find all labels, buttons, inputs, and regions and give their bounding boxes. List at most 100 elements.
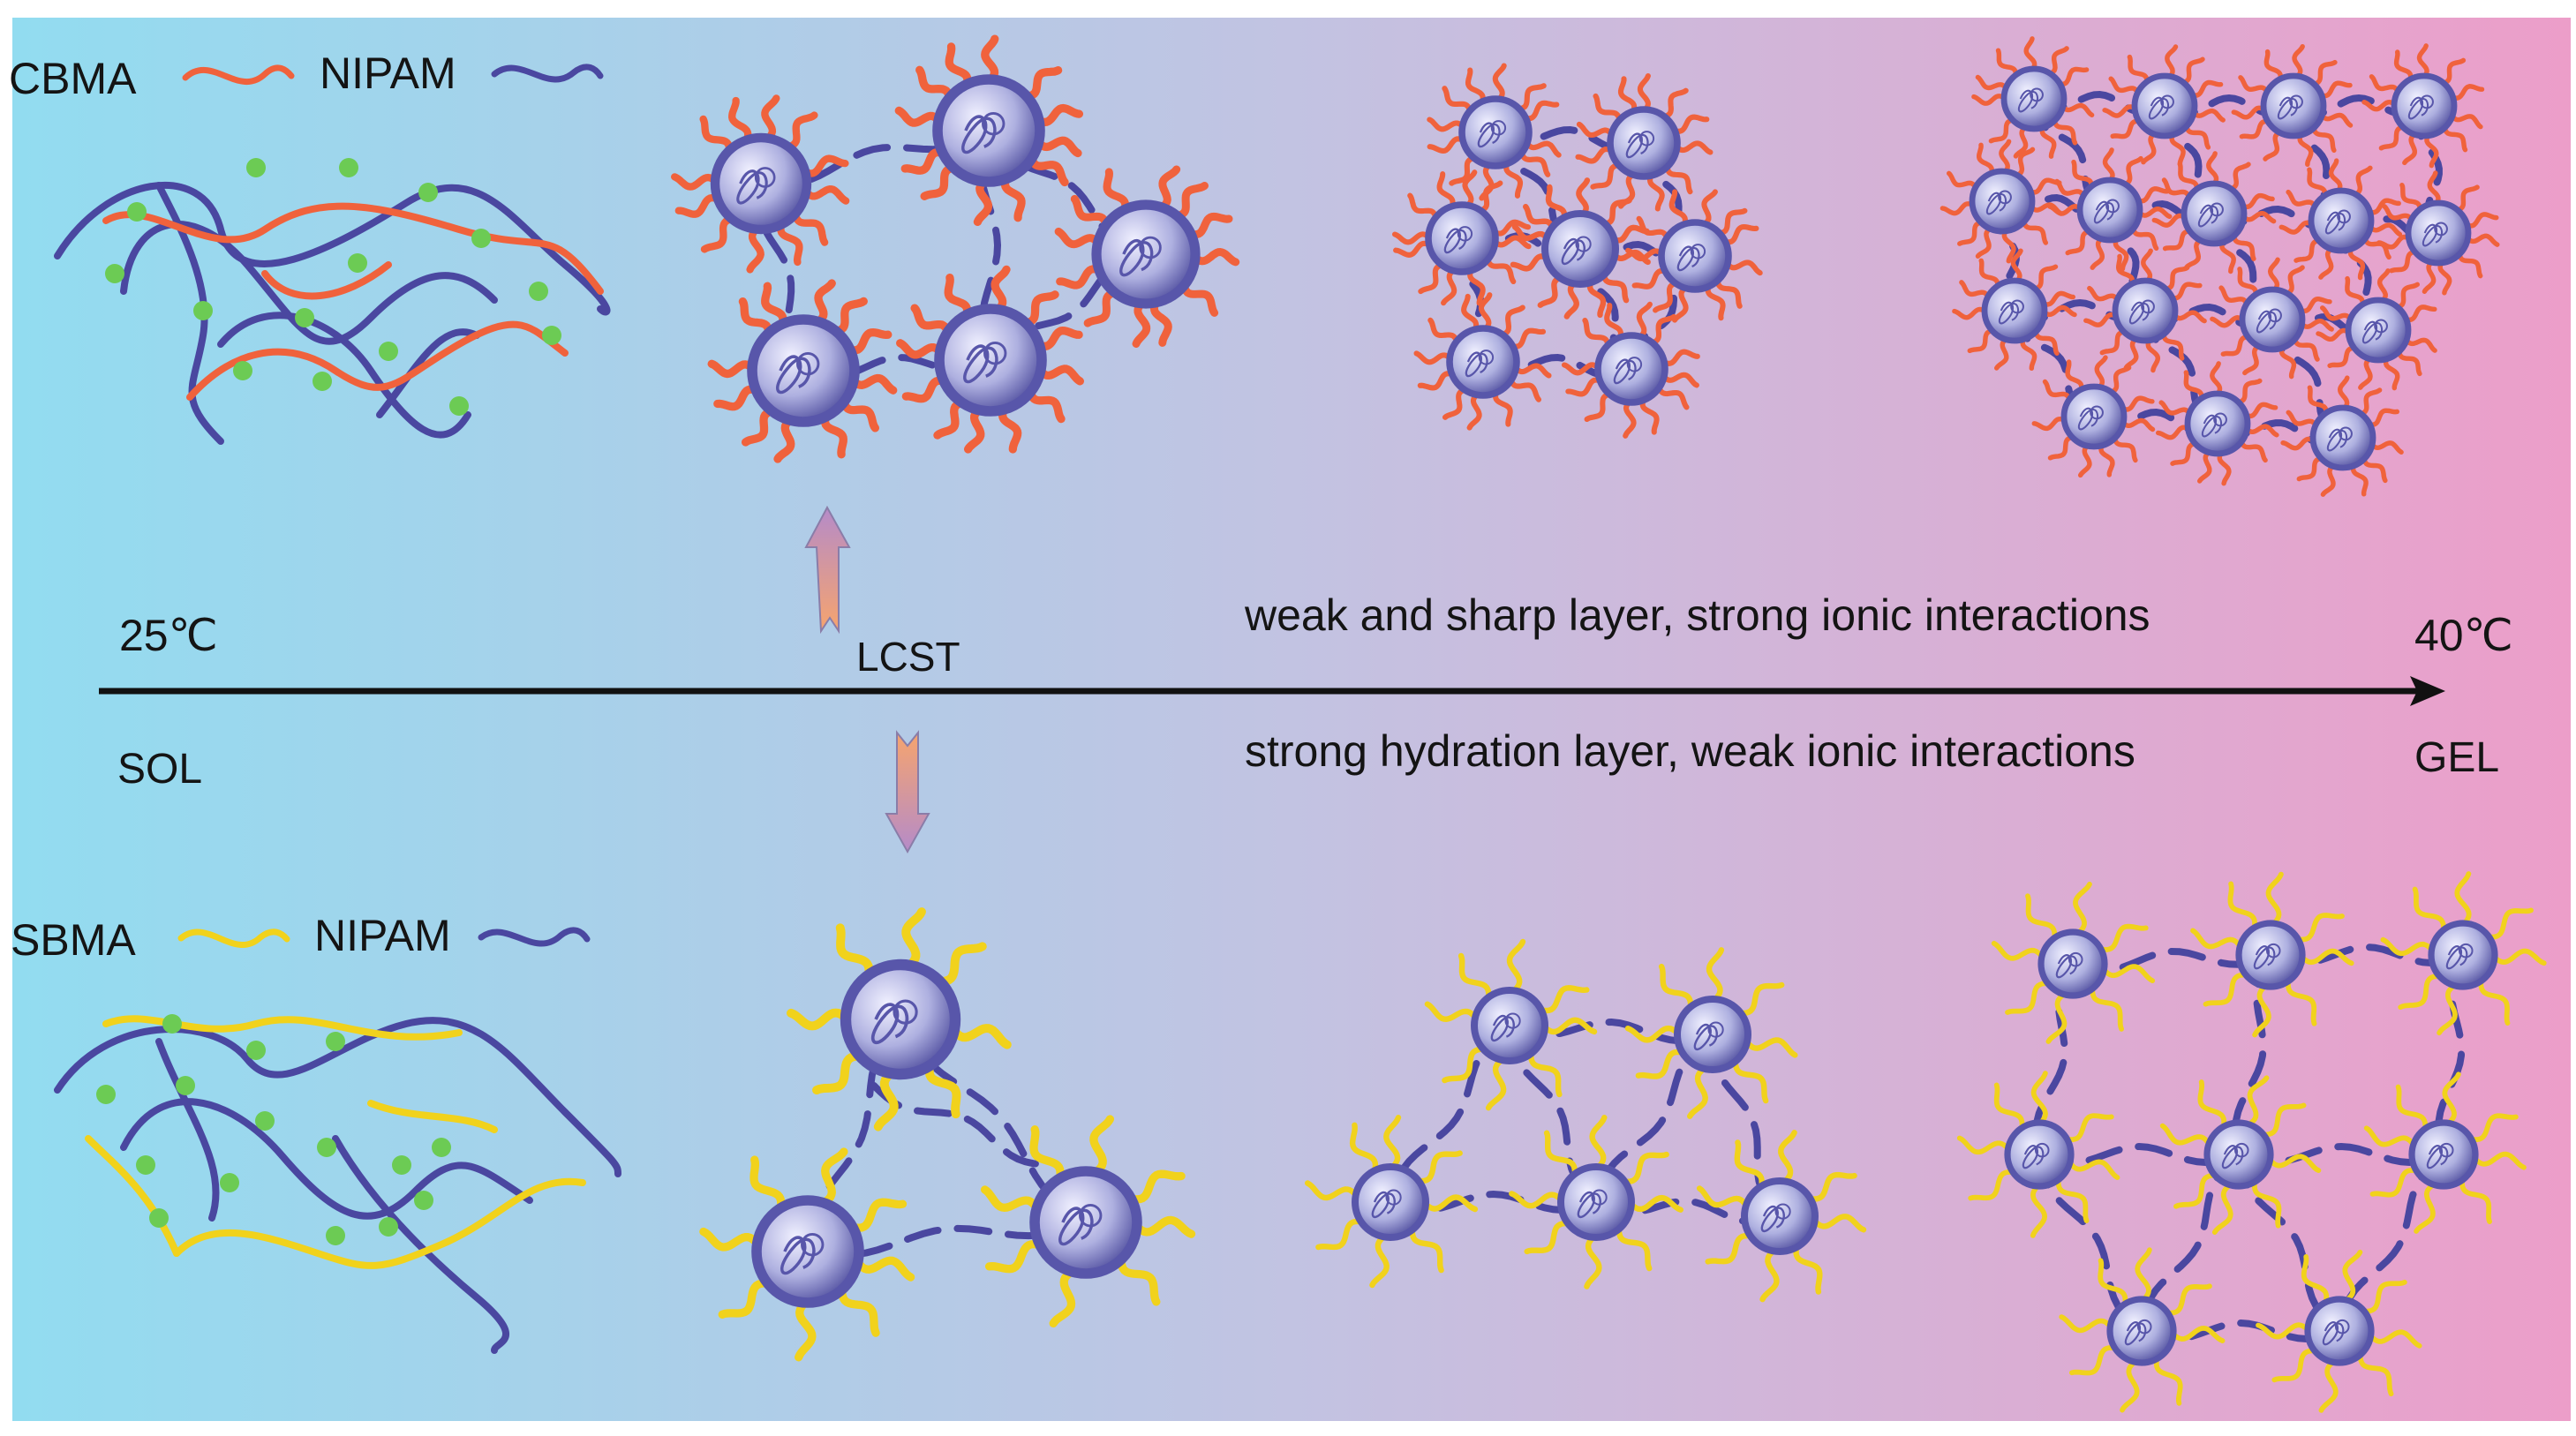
lcst-down-arrow <box>885 730 930 854</box>
nipam-bridge <box>757 127 992 189</box>
ion-dot <box>414 1191 433 1210</box>
micelle-particle <box>2256 1249 2422 1413</box>
micelle-particle <box>1952 248 2077 372</box>
micelle-particle <box>1956 1071 2120 1238</box>
ion-dot <box>326 1032 345 1051</box>
sol-chain-top <box>261 261 392 300</box>
gradient-background <box>12 18 2571 1421</box>
micelle-particle <box>1413 292 1552 431</box>
micelle-particle <box>2190 871 2354 1038</box>
micelle-particle <box>1391 169 1532 306</box>
micelle-particle <box>2316 268 2437 391</box>
ion-dot <box>432 1138 451 1157</box>
ion-dot <box>96 1085 116 1104</box>
ion-dot <box>379 1217 398 1237</box>
ion-dot <box>246 1041 266 1060</box>
ion-dot <box>176 1076 195 1095</box>
sol-chain-top <box>376 328 480 418</box>
ion-dot <box>529 282 548 301</box>
legend-bottom-sbma-label: SBMA <box>11 915 136 965</box>
sol-chain-bottom <box>367 1100 498 1133</box>
micelle-particle <box>2380 871 2547 1036</box>
sol-chain-bottom <box>85 1135 180 1257</box>
micelle-particle <box>2159 1075 2322 1235</box>
nipam-bridge <box>870 1082 1054 1169</box>
ion-dot <box>233 361 252 380</box>
ion-dot <box>379 342 398 361</box>
micelle-particle <box>1509 1115 1683 1289</box>
lcst-up-arrow <box>804 505 851 635</box>
sol-chain-top <box>186 320 569 401</box>
micelle-particle <box>1510 177 1651 320</box>
ion-dot <box>255 1111 275 1131</box>
ion-dot <box>392 1155 411 1175</box>
axis-end-temperature: 40℃ <box>2414 611 2513 660</box>
micelle-particle <box>2280 375 2404 497</box>
micelle-particle <box>699 1147 915 1362</box>
micelle-particle <box>1624 947 1798 1119</box>
sol-chain-bottom <box>155 1038 220 1222</box>
micelle-particle <box>1940 139 2064 264</box>
micelle-particle <box>2363 1071 2527 1234</box>
micelle-particle <box>1696 1130 1867 1303</box>
micelle-particle <box>2231 43 2354 168</box>
micelle-particle <box>1971 36 2095 159</box>
interaction-note-bottom: strong hydration layer, weak ionic inter… <box>1245 726 2135 776</box>
micelle-particle <box>2059 1247 2226 1413</box>
sol-chain-bottom <box>332 1135 510 1354</box>
ion-dot <box>348 253 367 273</box>
sol-chain-bottom <box>173 1177 586 1269</box>
ion-dot <box>326 1226 345 1245</box>
micelle-particle <box>787 907 1012 1132</box>
sol-chain-top <box>102 202 604 295</box>
ion-dot <box>471 229 491 248</box>
micelle-particle <box>2278 158 2403 281</box>
interaction-note-top: weak and sharp layer, strong ionic inter… <box>1245 590 2150 640</box>
micelle-particle <box>2155 361 2279 486</box>
ion-dot <box>295 308 314 327</box>
legend-top-nipam-label: NIPAM <box>320 49 456 98</box>
ion-dot <box>449 396 469 416</box>
micelle-particle <box>1054 165 1240 348</box>
legend-top-nipam-swatch <box>491 64 604 83</box>
legend-top-cbma-label: CBMA <box>9 54 137 103</box>
ion-dot <box>162 1014 182 1034</box>
ion-dot <box>317 1138 336 1157</box>
sol-chain-top <box>155 182 224 445</box>
legend-bottom-nipam-swatch <box>478 927 591 947</box>
temperature-axis-arrowhead <box>2410 676 2445 706</box>
ion-dot <box>220 1173 239 1192</box>
micelle-particle <box>980 1115 1196 1328</box>
ion-dot <box>149 1208 169 1228</box>
ion-dot <box>105 264 124 283</box>
axis-start-temperature: 25℃ <box>119 611 218 660</box>
ion-dot <box>418 183 438 202</box>
micelle-particle <box>2102 44 2226 167</box>
ion-dot <box>246 158 266 177</box>
legend-bottom-sbma-swatch <box>177 929 290 948</box>
micelle-particle <box>1305 1115 1479 1289</box>
micelle-particle <box>1575 72 1714 212</box>
micelle-particle <box>1424 938 1598 1111</box>
sol-chain-top <box>217 312 471 439</box>
legend-top-cbma-swatch <box>182 64 295 85</box>
micelle-particle <box>707 279 898 463</box>
micelle-particle <box>2376 170 2500 296</box>
micelle-particle <box>1991 881 2156 1044</box>
ion-dot <box>339 158 358 177</box>
micelle-particle <box>896 265 1085 454</box>
ion-dot <box>127 202 147 222</box>
micelle-particle <box>2083 248 2207 373</box>
micelle-particle <box>2210 257 2334 380</box>
micelle-particle <box>1625 189 1763 323</box>
micelle-particle <box>2361 43 2485 169</box>
ion-dot <box>193 301 213 320</box>
micelle-particle <box>2151 151 2277 274</box>
axis-start-state: SOL <box>117 746 203 793</box>
legend-bottom-nipam-label: NIPAM <box>314 911 451 960</box>
micelle-particle <box>671 94 850 274</box>
axis-end-state: GEL <box>2414 734 2500 781</box>
nipam-bridge <box>977 127 1002 364</box>
